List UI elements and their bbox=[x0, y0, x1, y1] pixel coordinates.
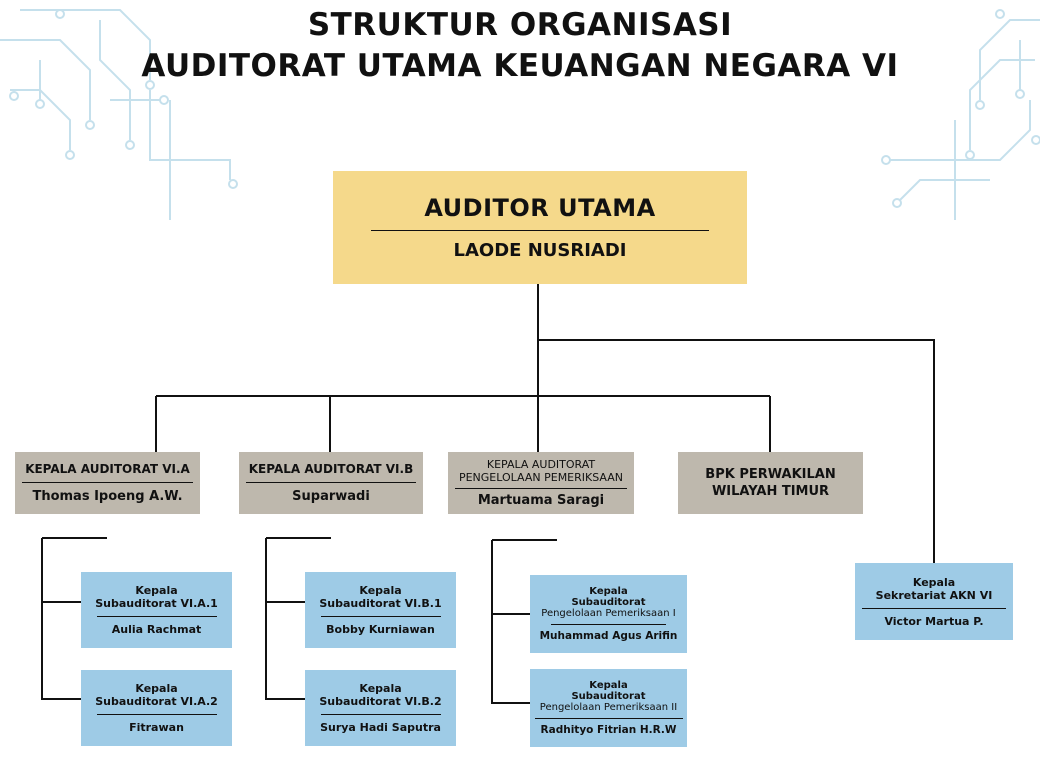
subunit-line2: Subauditorat VI.B.2 bbox=[319, 695, 442, 708]
auditor-utama-box: AUDITOR UTAMA LAODE NUSRIADI bbox=[333, 171, 747, 284]
subunit-divider bbox=[320, 616, 441, 617]
unit-line2: WILAYAH TIMUR bbox=[711, 484, 830, 499]
subunit-line2: Subauditorat VI.A.1 bbox=[95, 597, 218, 610]
unit-box-bpk-perwakilan: BPK PERWAKILAN WILAYAH TIMUR bbox=[678, 452, 863, 514]
head-role: AUDITOR UTAMA bbox=[424, 194, 656, 222]
secretariat-name: Victor Martua P. bbox=[884, 614, 984, 628]
subunit-name: Surya Hadi Saputra bbox=[320, 721, 441, 734]
unit-name: Martuama Saragi bbox=[477, 493, 605, 508]
secretariat-line2: Sekretariat AKN VI bbox=[875, 588, 993, 602]
subunit-name: Fitrawan bbox=[129, 721, 184, 734]
unit-role: KEPALA AUDITORAT VI.A bbox=[25, 462, 190, 476]
unit-divider bbox=[455, 488, 627, 489]
head-name: LAODE NUSRIADI bbox=[453, 240, 627, 261]
subunit-box-pengelolaan-2: Kepala Subauditorat Pengelolaan Pemeriks… bbox=[530, 669, 687, 747]
unit-name: Thomas Ipoeng A.W. bbox=[32, 489, 183, 504]
circuit-decoration-left bbox=[0, 9, 238, 220]
subunit-box-pengelolaan-1: Kepala Subauditorat Pengelolaan Pemeriks… bbox=[530, 575, 687, 653]
subunit-line1: Kepala bbox=[589, 586, 628, 597]
unit-box-pengelolaan: KEPALA AUDITORAT PENGELOLAAN PEMERIKSAAN… bbox=[448, 452, 634, 514]
subunit-name: Muhammad Agus Arifin bbox=[539, 630, 678, 642]
secretariat-line1: Kepala bbox=[912, 575, 956, 589]
subunit-divider bbox=[320, 714, 441, 715]
subunit-line3: Pengelolaan Pemeriksaan I bbox=[541, 608, 676, 619]
unit-role-line1: KEPALA AUDITORAT bbox=[486, 458, 596, 471]
head-divider bbox=[371, 230, 709, 231]
unit-name: Suparwadi bbox=[292, 489, 370, 504]
subunit-line1: Kepala bbox=[359, 584, 402, 597]
subunit-divider bbox=[551, 624, 666, 625]
subunit-line3: Pengelolaan Pemeriksaan II bbox=[539, 702, 678, 713]
secretariat-box: Kepala Sekretariat AKN VI Victor Martua … bbox=[855, 563, 1013, 640]
subunit-box-vi-b-1: Kepala Subauditorat VI.B.1 Bobby Kurniaw… bbox=[305, 572, 456, 648]
unit-role: KEPALA AUDITORAT VI.B bbox=[248, 462, 414, 476]
subunit-line2: Subauditorat VI.B.1 bbox=[319, 597, 442, 610]
subunit-name: Aulia Rachmat bbox=[111, 623, 202, 636]
secretariat-divider bbox=[862, 607, 1006, 609]
subunit-divider bbox=[96, 616, 217, 617]
subunit-line1: Kepala bbox=[589, 680, 628, 691]
unit-divider bbox=[22, 482, 193, 483]
subunit-line1: Kepala bbox=[135, 682, 178, 695]
page-title-line2: AUDITORAT UTAMA KEUANGAN NEGARA VI bbox=[141, 48, 899, 84]
subunit-box-vi-b-2: Kepala Subauditorat VI.B.2 Surya Hadi Sa… bbox=[305, 670, 456, 746]
subunit-box-vi-a-2: Kepala Subauditorat VI.A.2 Fitrawan bbox=[81, 670, 232, 746]
subunit-box-vi-a-1: Kepala Subauditorat VI.A.1 Aulia Rachmat bbox=[81, 572, 232, 648]
unit-box-vi-b: KEPALA AUDITORAT VI.B Suparwadi bbox=[239, 452, 423, 514]
page-title-line1: STRUKTUR ORGANISASI bbox=[307, 7, 733, 43]
unit-line1: BPK PERWAKILAN bbox=[705, 467, 836, 482]
subunit-divider bbox=[96, 714, 217, 715]
subunit-line1: Kepala bbox=[359, 682, 402, 695]
subunit-name: Bobby Kurniawan bbox=[326, 623, 435, 636]
unit-box-vi-a: KEPALA AUDITORAT VI.A Thomas Ipoeng A.W. bbox=[15, 452, 200, 514]
subunit-name: Radhityo Fitrian H.R.W bbox=[540, 724, 677, 736]
unit-divider bbox=[246, 482, 416, 483]
circuit-decoration-right bbox=[881, 9, 1040, 220]
subunit-line2: Subauditorat VI.A.2 bbox=[95, 695, 218, 708]
subunit-divider bbox=[534, 718, 683, 719]
subunit-line2: Subauditorat bbox=[571, 691, 646, 702]
unit-role-line2: PENGELOLAAN PEMERIKSAAN bbox=[458, 471, 624, 484]
subunit-line2: Subauditorat bbox=[571, 597, 646, 608]
subunit-line1: Kepala bbox=[135, 584, 178, 597]
